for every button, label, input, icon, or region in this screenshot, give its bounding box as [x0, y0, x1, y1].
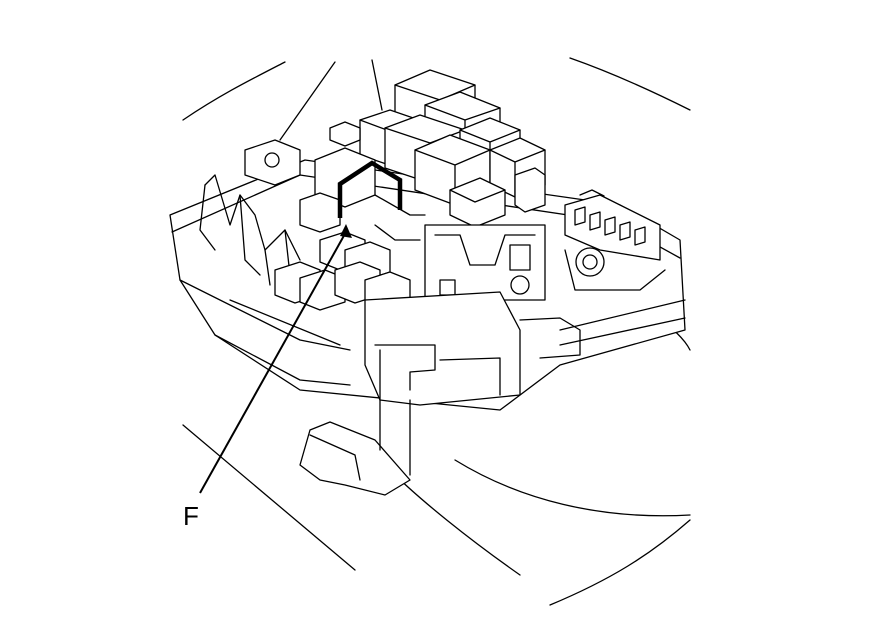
left-bracket	[199, 139, 301, 286]
relay-blocks	[314, 69, 546, 228]
highlighted-fuse-f	[337, 160, 403, 218]
front-cover	[299, 291, 581, 496]
leader-line	[199, 224, 352, 494]
main-connector	[424, 224, 546, 301]
callout-label-f: F	[183, 501, 199, 531]
mini-fuse-strip	[564, 189, 666, 291]
